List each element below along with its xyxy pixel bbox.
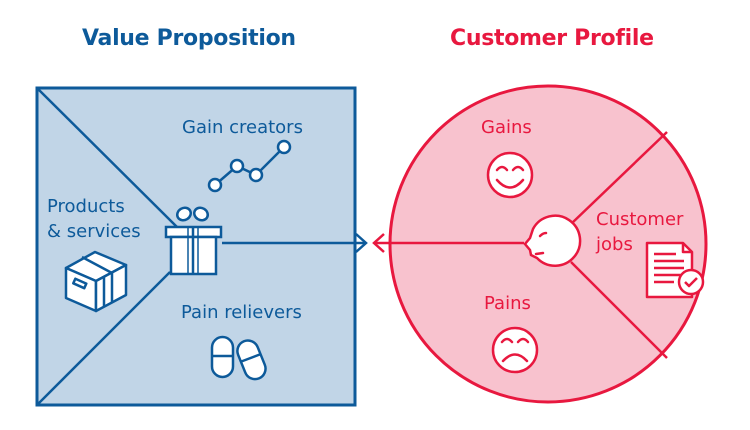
customer-profile-title: Customer Profile xyxy=(450,26,654,51)
gift-icon xyxy=(164,206,223,276)
value-proposition-title: Value Proposition xyxy=(82,26,296,51)
gain-creators-label: Gain creators xyxy=(182,117,303,138)
document-check-icon xyxy=(645,241,705,299)
pain-relievers-label: Pain relievers xyxy=(181,302,302,323)
customer-head-icon xyxy=(523,214,582,267)
line-chart-icon xyxy=(207,139,292,193)
divider-lower xyxy=(36,271,171,406)
customer-profile-map: Gains Customer jobs Pains xyxy=(372,84,708,404)
customer-jobs-label-2: jobs xyxy=(595,234,633,255)
products-services-label-1: Products xyxy=(47,196,125,217)
pills-icon xyxy=(210,335,267,381)
fit-arrow-head-left xyxy=(372,233,385,253)
fit-arrow-head-right xyxy=(355,233,368,253)
pains-label: Pains xyxy=(484,293,531,314)
smiley-icon xyxy=(486,151,534,199)
products-services-label-2: & services xyxy=(47,221,141,242)
gains-label: Gains xyxy=(481,117,532,138)
divider-upper-right xyxy=(570,131,668,225)
divider-lower-right xyxy=(570,261,668,359)
sad-face-icon xyxy=(491,326,539,374)
customer-jobs-label-1: Customer xyxy=(596,209,684,230)
box-icon xyxy=(64,250,128,313)
value-proposition-map: Gain creators Products & services Pain r… xyxy=(35,86,368,407)
divider-upper xyxy=(36,87,179,229)
